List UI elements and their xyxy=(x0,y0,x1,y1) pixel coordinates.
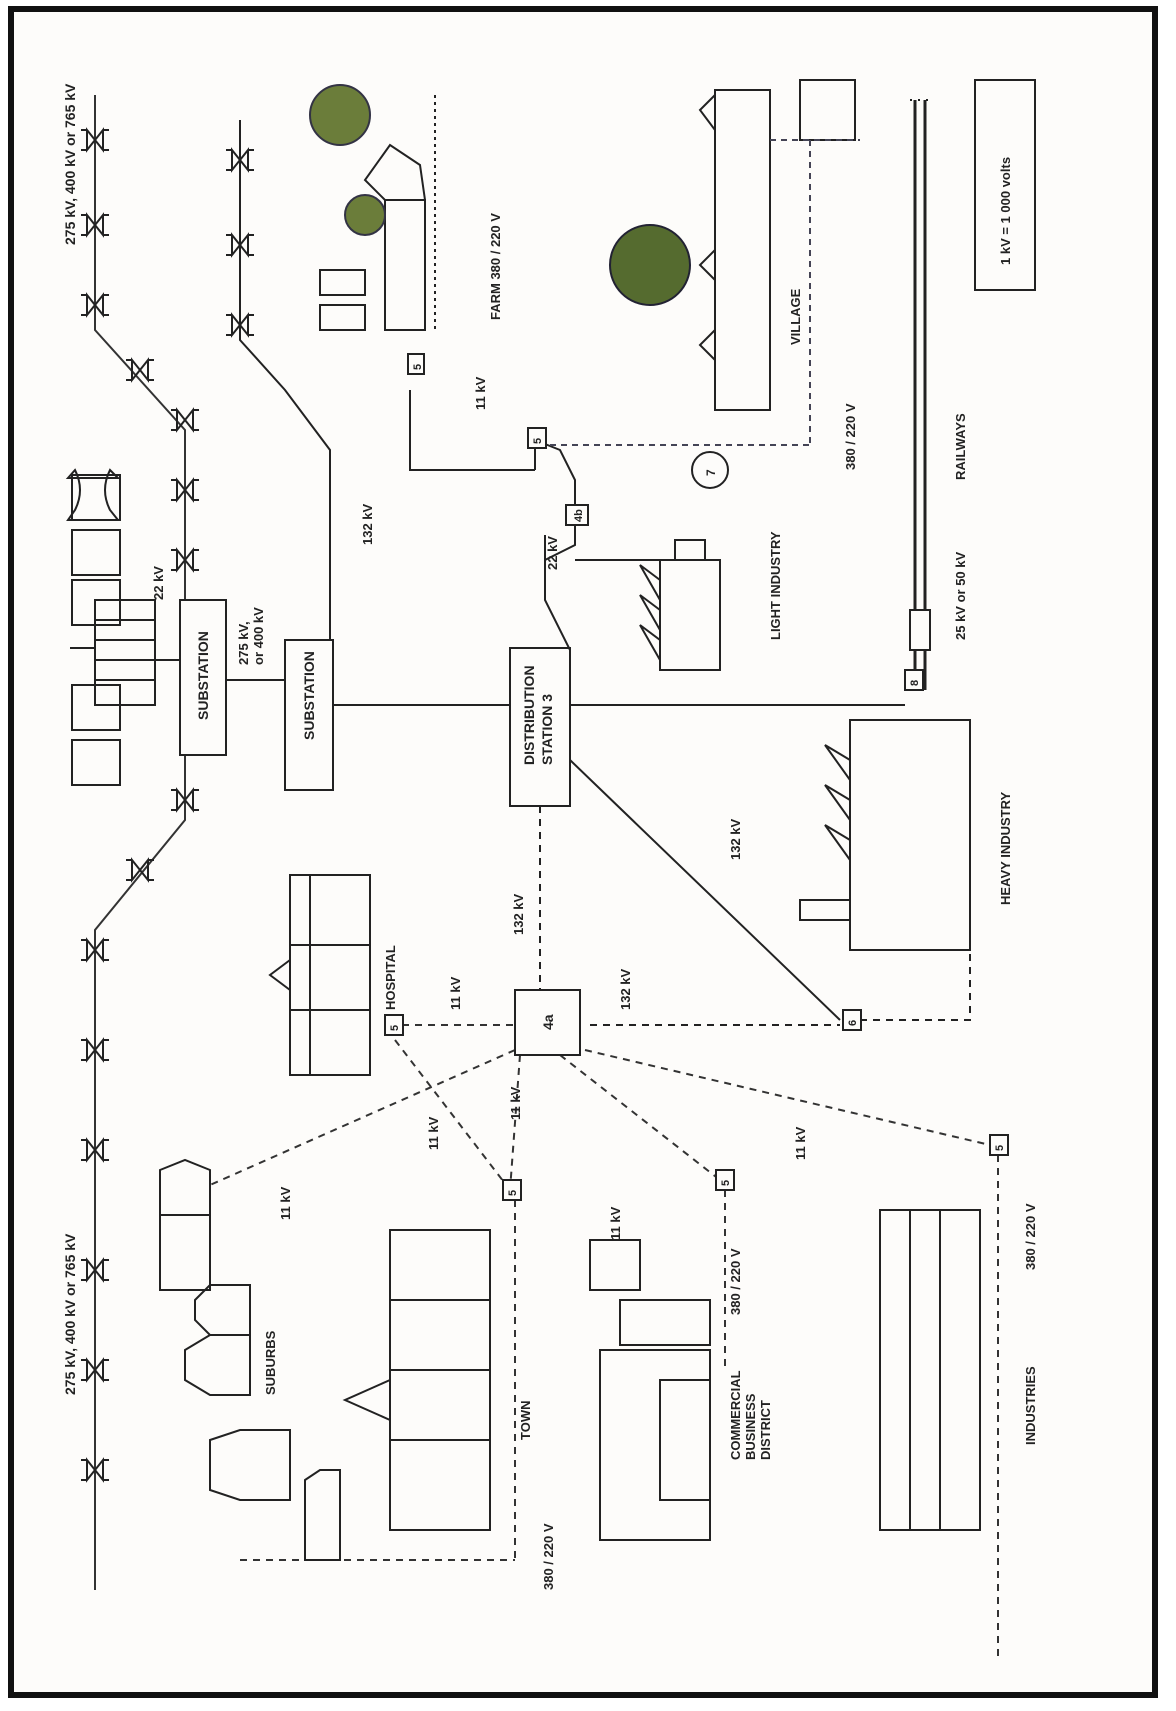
label-kv11-c: 11 kV xyxy=(508,1086,523,1120)
node-boxes xyxy=(384,79,1036,1201)
pylon-icons-main xyxy=(81,127,199,1483)
node-5-hospital: 5 xyxy=(389,1025,401,1031)
heavy-industry-building xyxy=(799,719,971,951)
label-distribution-station-l1: DISTRIBUTION xyxy=(521,665,537,765)
text-labels: 275 kV, 400 kV or 765 kV 275 kV, 400 kV … xyxy=(62,83,1038,1590)
line-132-heavy xyxy=(539,759,971,1026)
label-transmission-bottom: 275 kV, 400 kV or 765 kV xyxy=(62,1233,78,1395)
label-kv132-upper: 132 kV xyxy=(360,503,375,545)
label-v380-village: 380 / 220 V xyxy=(843,403,858,470)
label-industries: INDUSTRIES xyxy=(1023,1366,1038,1445)
label-kv25-50: 25 kV or 50 kV xyxy=(953,552,968,640)
label-distribution-station-l2: STATION 3 xyxy=(539,694,555,765)
light-industry-building xyxy=(639,539,721,671)
label-kv11-b: 11 kV xyxy=(278,1186,293,1220)
branch-22kv xyxy=(409,390,675,651)
label-suburbs: SUBURBS xyxy=(263,1330,278,1395)
pylon-icons-132 xyxy=(226,147,254,338)
node-4b: 4b xyxy=(573,509,585,522)
node-7: 7 xyxy=(704,469,718,476)
label-transmission-top: 275 kV, 400 kV or 765 kV xyxy=(62,83,78,245)
label-kv11-d: 11 kV xyxy=(608,1206,623,1240)
label-heavy-industry: HEAVY INDUSTRY xyxy=(998,792,1013,905)
node-5-town: 5 xyxy=(507,1190,519,1196)
label-kv11-hospital: 11 kV xyxy=(448,976,463,1010)
label-commercial-l1: COMMERCIAL xyxy=(728,1370,743,1460)
power-station xyxy=(65,468,180,786)
diagram-frame xyxy=(8,6,1158,1698)
node-8: 8 xyxy=(909,680,921,686)
label-light-industry: LIGHT INDUSTRY xyxy=(768,531,783,640)
town-buildings xyxy=(342,1229,491,1531)
label-kv132-right: 132 kV xyxy=(618,968,633,1010)
label-kv275-400-l2: or 400 kV xyxy=(251,607,266,665)
commercial-buildings xyxy=(589,1239,711,1541)
label-kv22-dist: 22 kV xyxy=(545,536,560,570)
label-kv132-heavy: 132 kV xyxy=(728,818,743,860)
node-5-industries: 5 xyxy=(994,1145,1006,1151)
label-railways: RAILWAYS xyxy=(953,413,968,480)
label-hospital: HOSPITAL xyxy=(383,945,398,1010)
label-kv22-top: 22 kV xyxy=(151,566,166,600)
label-kv275-400-l1: 275 kV, xyxy=(236,621,251,665)
railway-track xyxy=(909,99,931,690)
label-v380-commercial: 380 / 220 V xyxy=(728,1248,743,1315)
node-6: 6 xyxy=(847,1020,859,1026)
label-kv132-mid: 132 kV xyxy=(511,893,526,935)
hospital-building xyxy=(268,874,371,1076)
label-substation-1: SUBSTATION xyxy=(195,631,211,720)
label-v380-industries: 380 / 220 V xyxy=(1023,1203,1038,1270)
label-kv11-e: 11 kV xyxy=(793,1126,808,1160)
distribution-station xyxy=(509,647,905,807)
substation-1 xyxy=(179,599,285,756)
label-legend: 1 kV = 1 000 volts xyxy=(998,157,1013,265)
label-v380-town: 380 / 220 V xyxy=(541,1523,556,1590)
node-4a: 4a xyxy=(540,1014,556,1030)
label-kv11-farm: 11 kV xyxy=(473,376,488,410)
node-5-farm: 5 xyxy=(412,364,424,370)
hub-4a-lines xyxy=(209,1024,999,1660)
farm-buildings xyxy=(309,84,436,331)
label-farm: FARM 380 / 220 V xyxy=(488,213,503,320)
industries-buildings xyxy=(879,1209,981,1531)
label-town: TOWN xyxy=(518,1401,533,1440)
label-commercial-l3: DISTRICT xyxy=(758,1400,773,1460)
transmission-line-132 xyxy=(239,120,331,650)
label-kv11-a: 11 kV xyxy=(426,1116,441,1150)
label-village: VILLAGE xyxy=(788,288,803,345)
suburbs-houses xyxy=(159,1158,341,1561)
node-5-commercial: 5 xyxy=(720,1180,732,1186)
substation-2 xyxy=(284,639,510,791)
label-commercial-l2: BUSINESS xyxy=(743,1393,758,1460)
node-5-village: 5 xyxy=(532,438,544,444)
main-transmission-line xyxy=(94,95,186,1590)
village-buildings xyxy=(550,79,860,446)
label-substation-2: SUBSTATION xyxy=(301,651,317,740)
